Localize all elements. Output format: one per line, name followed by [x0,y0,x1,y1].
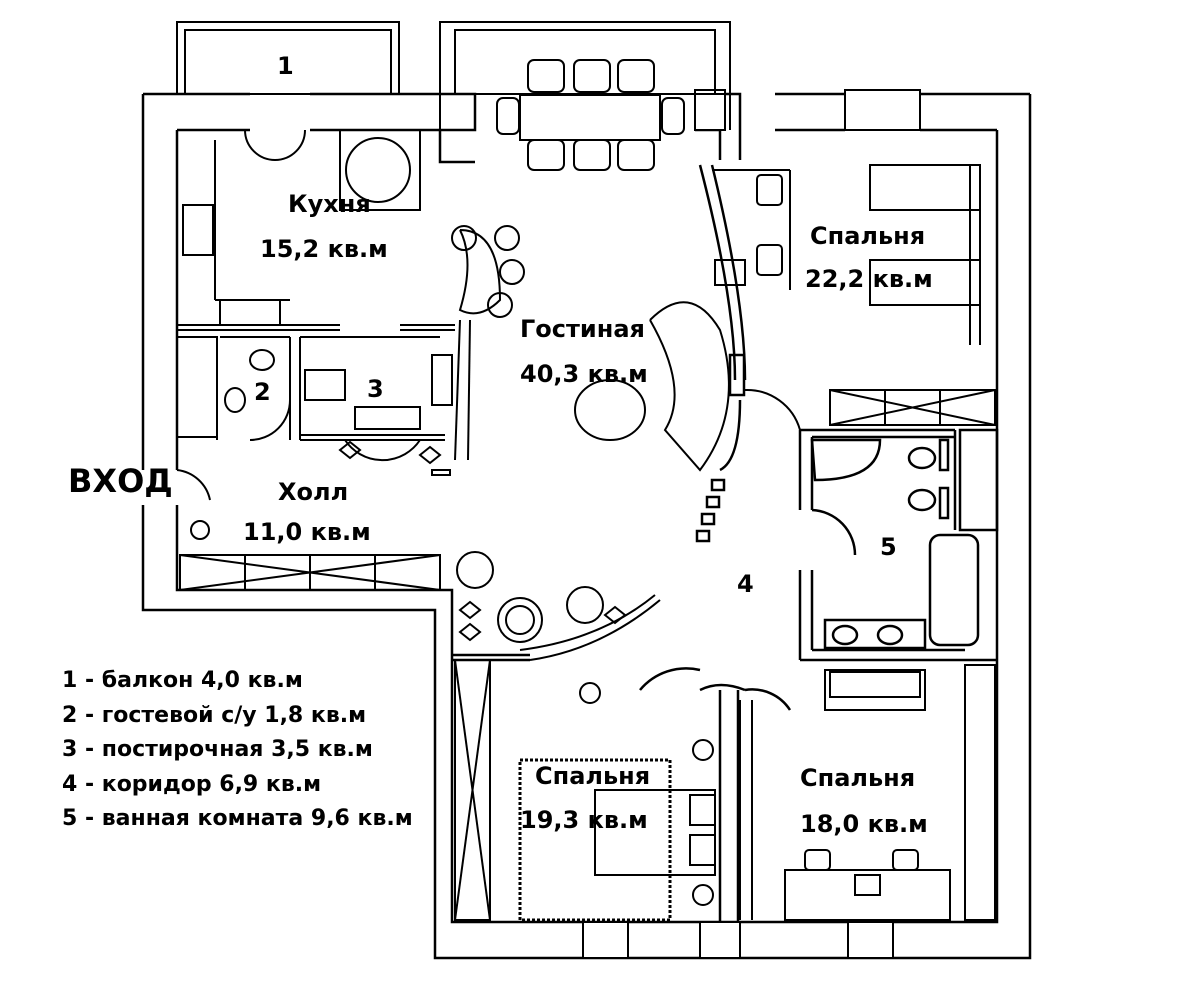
hall-name: Холл [278,478,349,506]
bedroom-se-area: 18,0 кв.м [800,810,928,838]
living-furniture [431,59,730,661]
kitchen-name: Кухня [288,190,371,218]
plant-icons [338,440,627,642]
number-balcony: 1 [277,52,294,80]
bedroom-ne-furniture [712,164,996,431]
legend-item: 2 - гостевой с/у 1,8 кв.м [62,703,367,728]
hall-closet [176,469,441,591]
legend-item: 5 - ванная комната 9,6 кв.м [62,806,413,831]
number-guest-wc: 2 [254,378,271,406]
balcony [176,21,400,95]
number-corridor: 4 [737,570,754,598]
bedroom-ne-name: Спальня [810,222,926,250]
living-name: Гостиная [520,315,645,343]
entry-label: ВХОД [68,462,173,500]
bedroom-ne-area: 22,2 кв.м [805,265,933,293]
curved-partition [695,164,747,543]
number-laundry: 3 [367,375,384,403]
bathroom-walls [798,428,999,662]
hall-area: 11,0 кв.м [243,518,371,546]
number-bathroom: 5 [880,533,897,561]
bedroom-s-area: 19,3 кв.м [520,806,648,834]
kitchen-area: 15,2 кв.м [260,235,388,263]
legend-item: 1 - балкон 4,0 кв.м [62,668,303,693]
bedroom-s-furniture [454,659,716,922]
wc-laundry-walls [176,336,453,462]
legend-item: 3 - постирочная 3,5 кв.м [62,737,373,762]
bedroom-se-name: Спальня [800,764,916,792]
living-area: 40,3 кв.м [520,360,648,388]
bedroom-se-furniture [739,664,996,921]
kitchen-walls [177,129,455,331]
legend-item: 4 - коридор 6,9 кв.м [62,772,322,797]
bedroom-s-name: Спальня [535,762,651,790]
